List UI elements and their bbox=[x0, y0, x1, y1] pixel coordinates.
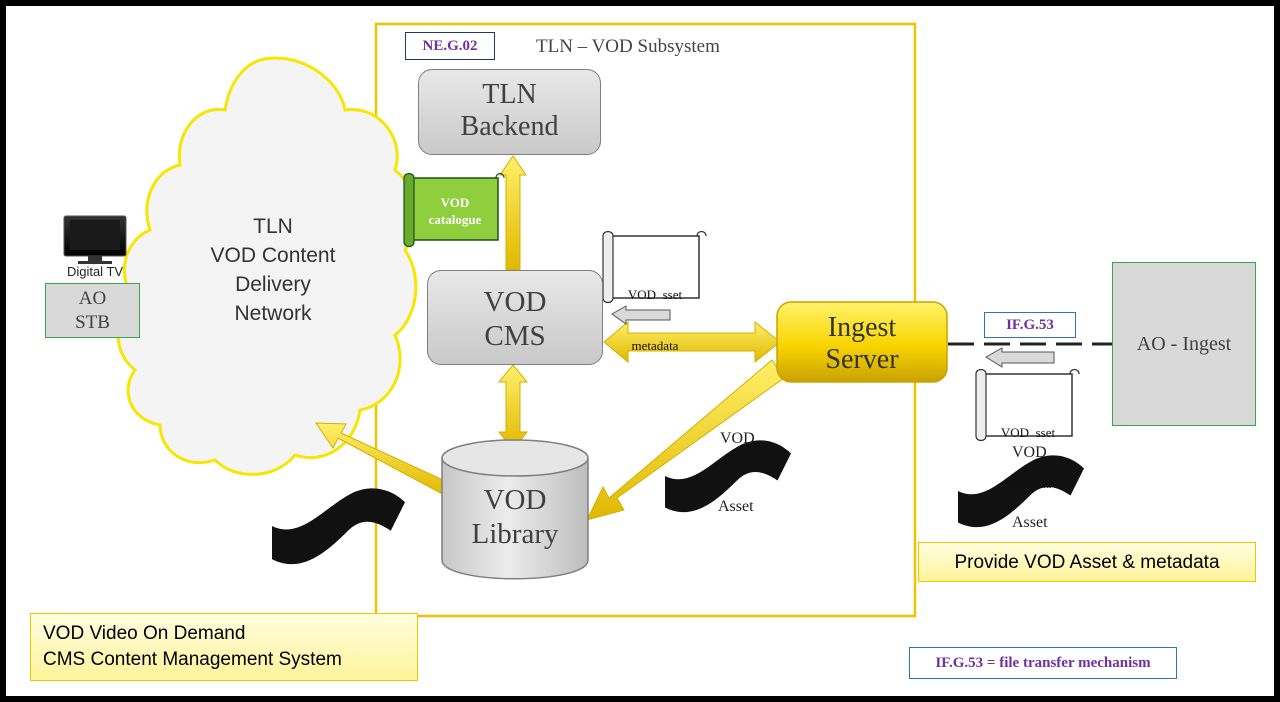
vod-cms-box: VOD CMS bbox=[427, 270, 603, 365]
ao-ingest-label: AO - Ingest bbox=[1136, 332, 1232, 355]
arrow-cms-to-backend bbox=[499, 155, 527, 271]
ingest-server-box bbox=[776, 301, 948, 383]
metadata-outer-line1: VOD sset bbox=[1000, 425, 1056, 440]
metadata-outer-label: VOD sset metadata bbox=[985, 390, 1071, 509]
arrow-library-to-cloud bbox=[315, 422, 447, 497]
ao-stb-line1: AO bbox=[78, 288, 107, 309]
digital-tv-icon bbox=[63, 215, 127, 264]
ingest-server-label: Ingest Server bbox=[777, 312, 947, 376]
metadata-outer-line2: metadata bbox=[1004, 476, 1052, 491]
abbreviation-legend: VOD Video On Demand CMS Content Manageme… bbox=[30, 613, 418, 681]
legend-cms: CMS Content Management System bbox=[43, 649, 342, 670]
ingest-server-line1: Ingest bbox=[827, 312, 897, 343]
vod-library-cylinder bbox=[441, 439, 589, 580]
film-strip-left bbox=[272, 488, 405, 565]
asset-inner-top-label: VOD bbox=[720, 430, 755, 447]
subsystem-tag: NE.G.02 bbox=[405, 32, 495, 60]
vod-library-label: VOD Library bbox=[442, 483, 588, 551]
asset-outer-bottom-label: Asset bbox=[1012, 514, 1048, 531]
vod-library-line2: Library bbox=[471, 518, 559, 550]
arrow-ingest-to-library bbox=[586, 359, 785, 521]
vod-cms-line1: VOD bbox=[483, 286, 547, 318]
legend-vod: VOD Video On Demand bbox=[43, 623, 246, 644]
vod-cms-line2: CMS bbox=[484, 320, 546, 352]
subsystem-title: TLN – VOD Subsystem bbox=[536, 36, 720, 57]
digital-tv-label: Digital TV bbox=[66, 264, 124, 279]
ingest-server-line2: Server bbox=[825, 344, 899, 375]
metadata-inner-line2: metadata bbox=[631, 338, 679, 353]
tln-backend-line1: TLN bbox=[482, 79, 537, 110]
cdn-line4: Network bbox=[234, 302, 312, 325]
cdn-line1: TLN bbox=[253, 215, 293, 238]
ao-ingest-box: AO - Ingest bbox=[1112, 262, 1256, 426]
tln-backend-line2: Backend bbox=[460, 111, 559, 142]
provide-asset-note: Provide VOD Asset & metadata bbox=[918, 542, 1256, 582]
catalogue-line2: catalogue bbox=[428, 212, 482, 227]
metadata-scroll-outer bbox=[975, 368, 1080, 442]
metadata-inner-line1: VOD sset bbox=[627, 287, 683, 302]
ao-stb-line2: STB bbox=[75, 312, 110, 333]
cdn-cloud-label: TLN VOD Content Delivery Network bbox=[178, 212, 368, 328]
arrow-cms-library bbox=[497, 364, 529, 451]
catalogue-scroll bbox=[403, 172, 505, 248]
metadata-scroll-inner bbox=[602, 230, 707, 304]
metadata-arrow-inner bbox=[611, 305, 671, 325]
catalogue-label: VOD catalogue bbox=[412, 194, 498, 228]
asset-inner-bottom-label: Asset bbox=[718, 498, 754, 515]
tln-backend-box: TLN Backend bbox=[418, 69, 601, 155]
ao-stb-box: AO STB bbox=[45, 283, 140, 338]
if-g53-tag: IF.G.53 bbox=[984, 312, 1076, 338]
cdn-line2: VOD Content bbox=[210, 244, 336, 267]
metadata-arrow-outer bbox=[985, 347, 1055, 368]
asset-outer-top-label: VOD bbox=[1012, 444, 1047, 461]
catalogue-line1: VOD bbox=[440, 195, 470, 210]
metadata-inner-label: VOD sset metadata bbox=[612, 252, 698, 371]
cdn-cloud bbox=[116, 56, 418, 476]
if-g53-definition: IF.G.53 = file transfer mechanism bbox=[909, 647, 1177, 679]
vod-library-line1: VOD bbox=[483, 484, 547, 516]
cdn-line3: Delivery bbox=[235, 273, 311, 296]
